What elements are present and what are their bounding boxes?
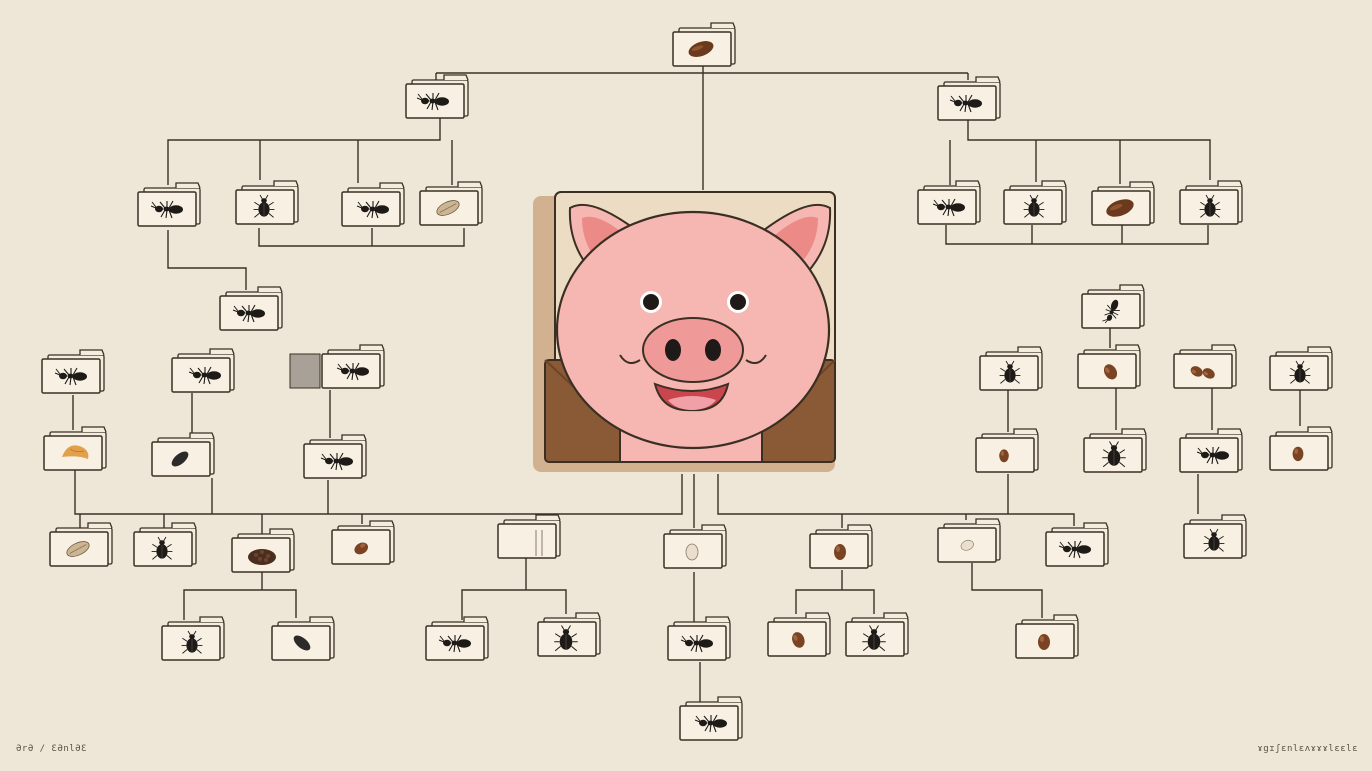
folder-node[interactable] <box>1091 181 1155 226</box>
folder-node[interactable] <box>137 182 201 227</box>
acorn-icon <box>1038 634 1050 650</box>
folder-node[interactable] <box>1179 428 1243 473</box>
folder-node[interactable] <box>537 612 601 657</box>
folder-node[interactable] <box>1179 180 1243 225</box>
grain-pile-icon <box>248 549 276 565</box>
folder-node[interactable] <box>1045 522 1109 567</box>
folder-node[interactable] <box>975 428 1039 473</box>
connector-lines <box>72 60 1301 702</box>
folder-node[interactable] <box>979 346 1043 391</box>
folder-node-root[interactable] <box>672 22 736 67</box>
folder-node[interactable] <box>43 426 107 471</box>
folder-node[interactable] <box>809 524 873 569</box>
acorn-icon <box>834 544 846 560</box>
folder-node[interactable] <box>41 349 105 394</box>
folder-node[interactable] <box>133 522 197 567</box>
folder-node[interactable] <box>1077 344 1141 389</box>
folder-node[interactable] <box>303 434 367 479</box>
folder-node[interactable] <box>231 528 295 573</box>
folder-node[interactable] <box>845 612 909 657</box>
folder-node[interactable] <box>405 74 469 119</box>
folder-node[interactable] <box>679 696 743 741</box>
folder-node[interactable] <box>235 180 299 225</box>
folder-node[interactable] <box>271 616 335 661</box>
folder-node[interactable] <box>341 182 405 227</box>
folder-node[interactable] <box>425 616 489 661</box>
folder-node[interactable] <box>49 522 113 567</box>
folder-node[interactable] <box>663 524 727 569</box>
folder-node[interactable] <box>1173 344 1237 389</box>
folder-node[interactable] <box>161 616 225 661</box>
folder-node[interactable] <box>767 612 831 657</box>
folder-node[interactable] <box>1081 284 1145 329</box>
folder-node-empty[interactable] <box>497 514 561 559</box>
folder-node[interactable] <box>1269 346 1333 391</box>
folder-node[interactable] <box>419 181 483 226</box>
folder-node[interactable] <box>1083 428 1147 473</box>
pig-face-icon <box>555 203 832 463</box>
footer-right-label: ɤgɪʃɛnlɛʌɤɤɤlɛɛlɛ <box>1257 744 1358 754</box>
center-pig-folder <box>533 191 836 472</box>
folder-node[interactable] <box>151 432 215 477</box>
folder-node[interactable] <box>937 76 1001 121</box>
folder-node[interactable] <box>289 344 385 389</box>
seed-icon <box>685 543 699 561</box>
folder-node[interactable] <box>667 616 731 661</box>
folder-node[interactable] <box>1015 614 1079 659</box>
folder-node[interactable] <box>331 520 395 565</box>
folder-node[interactable] <box>1269 426 1333 471</box>
footer-left-label: ƏrƏ / ƐƏnlƏƐ <box>16 744 88 754</box>
folder-nodes <box>41 22 1333 741</box>
folder-node[interactable] <box>1003 180 1067 225</box>
folder-node[interactable] <box>1183 514 1247 559</box>
folder-node[interactable] <box>937 518 1001 563</box>
folder-node[interactable] <box>219 286 283 331</box>
folder-node[interactable] <box>917 180 981 225</box>
acorn-icon <box>999 449 1009 463</box>
acorn-icon <box>1292 446 1304 462</box>
folder-node[interactable] <box>171 348 235 393</box>
